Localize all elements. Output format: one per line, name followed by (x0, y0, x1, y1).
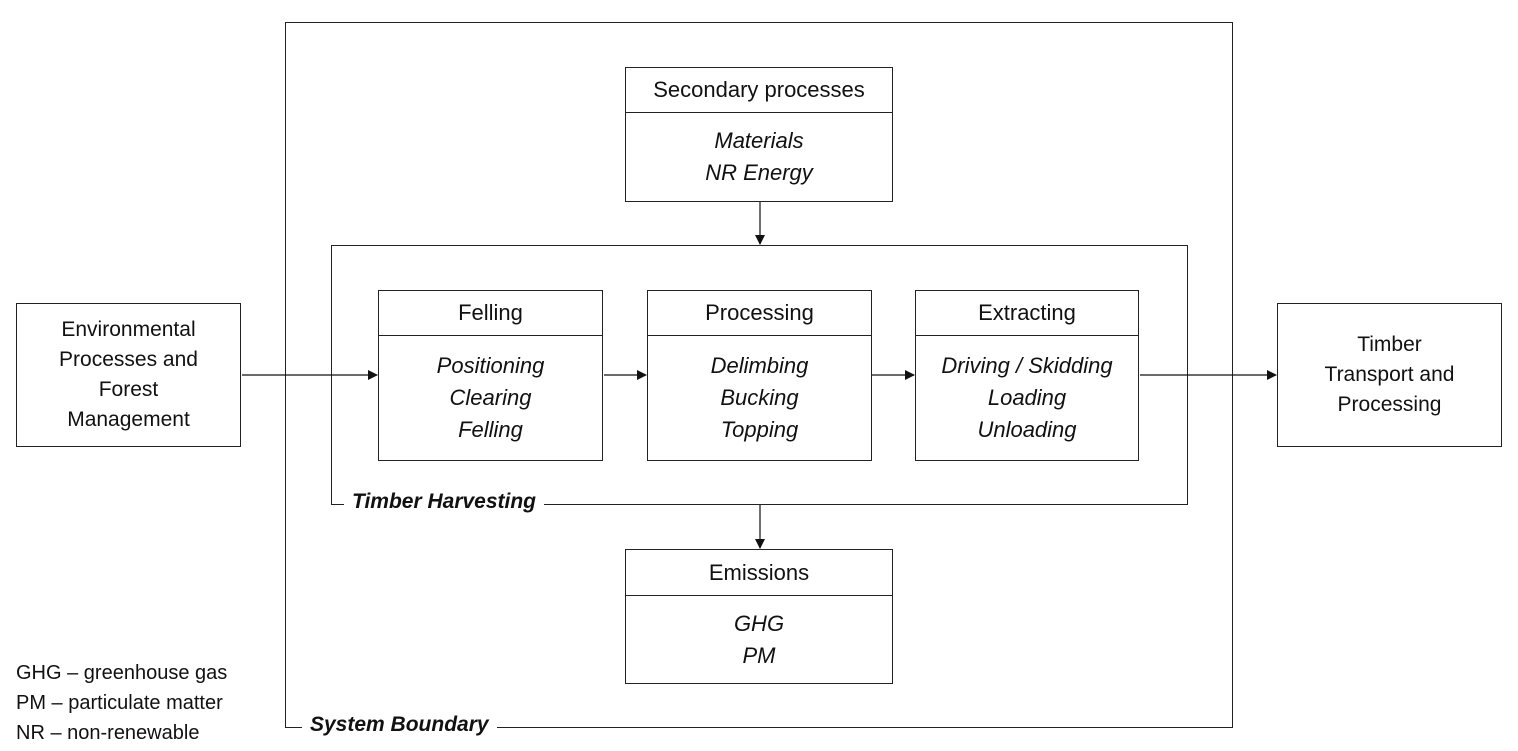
felling-item: Felling (458, 417, 523, 442)
environmental-line: Management (67, 408, 190, 431)
emissions-item: PM (742, 642, 776, 668)
processing-item: Bucking (720, 385, 799, 410)
processing-item: Delimbing (710, 353, 809, 378)
emissions-items: GHG PM (626, 596, 892, 683)
felling-box: Felling Positioning Clearing Felling (378, 290, 603, 461)
timber-transport-box: Timber Transport and Processing (1277, 303, 1502, 447)
legend-item: GHG – greenhouse gas (16, 662, 228, 684)
secondary-item: NR Energy (705, 160, 813, 185)
legend-item: PM – particulate matter (16, 692, 223, 714)
timber-transport-line: Timber (1357, 333, 1422, 356)
legend-item: NR – non-renewable (16, 722, 200, 744)
environmental-line: Forest (98, 378, 159, 401)
processing-box: Processing Delimbing Bucking Topping (647, 290, 872, 461)
extracting-item: Loading (987, 385, 1067, 410)
extracting-item: Unloading (977, 417, 1077, 442)
secondary-processes-title: Secondary processes (626, 68, 892, 113)
timber-transport-line: Processing (1337, 393, 1442, 416)
secondary-processes-items: Materials NR Energy (626, 113, 892, 201)
processing-item: Topping (720, 417, 799, 442)
processing-title: Processing (648, 291, 871, 336)
extracting-items: Driving / Skidding Loading Unloading (916, 336, 1138, 460)
felling-title: Felling (379, 291, 602, 336)
environmental-line: Processes and (59, 348, 198, 371)
emissions-title: Emissions (626, 550, 892, 596)
felling-item: Positioning (436, 353, 545, 378)
environmental-line: Environmental (61, 318, 196, 341)
processing-items: Delimbing Bucking Topping (648, 336, 871, 460)
environmental-processes-box: Environmental Processes and Forest Manag… (16, 303, 241, 447)
emissions-item: GHG (733, 610, 785, 636)
emissions-box: Emissions GHG PM (625, 549, 893, 684)
timber-harvesting-label: Timber Harvesting (344, 490, 545, 514)
extracting-item: Driving / Skidding (941, 353, 1113, 378)
extracting-title: Extracting (916, 291, 1138, 336)
felling-item: Clearing (449, 385, 532, 410)
secondary-item: Materials (714, 128, 804, 153)
system-boundary-label: System Boundary (302, 713, 497, 737)
secondary-processes-box: Secondary processes Materials NR Energy (625, 67, 893, 202)
timber-transport-line: Transport and (1324, 363, 1455, 386)
extracting-box: Extracting Driving / Skidding Loading Un… (915, 290, 1139, 461)
felling-items: Positioning Clearing Felling (379, 336, 602, 460)
abbreviation-legend: GHG – greenhouse gas PM – particulate ma… (16, 658, 227, 748)
